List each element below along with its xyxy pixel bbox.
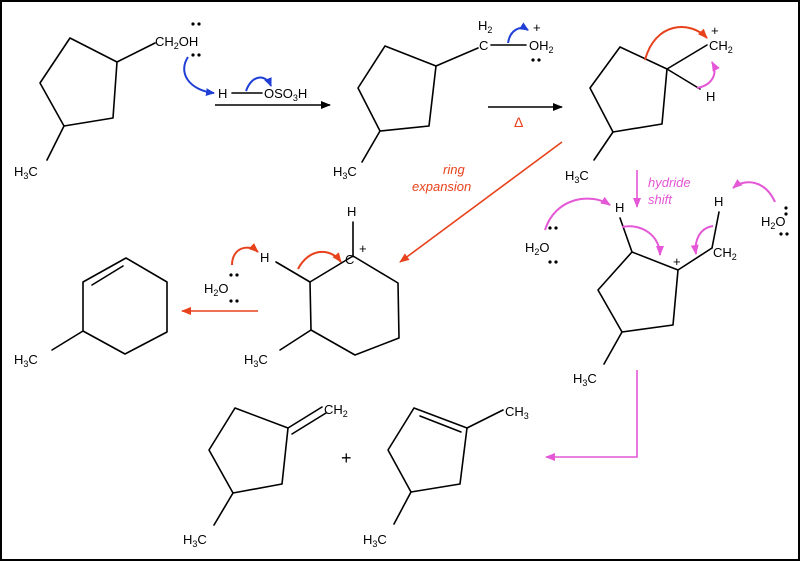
- oxonium-oh2-label: OH2: [529, 38, 554, 55]
- cation2-h3c-label: H3C: [244, 352, 268, 369]
- pink-arrow-water-right: [732, 179, 776, 203]
- water1-label: H2O: [204, 281, 229, 298]
- product-methylcyclohexene: H3C: [14, 257, 168, 369]
- product-methylcyclopentene: CH3 H3C: [363, 404, 529, 549]
- ring-expansion-label: ring: [443, 162, 465, 177]
- structure-primary-carbocation: + CH2 H H3C: [565, 23, 733, 185]
- endo-ch3-label: CH3: [505, 404, 529, 421]
- pink-arrow-ch-right: [690, 225, 714, 255]
- product-methylenecyclopentane: CH2 H3C: [183, 402, 348, 549]
- hydride-shift-label-2: shift: [648, 192, 673, 207]
- structure-alcohol: CH2OH H3C: [14, 22, 201, 181]
- red-arrow-water-to-h: [231, 243, 259, 266]
- cation2-plus: +: [359, 241, 367, 256]
- heat-symbol: Δ: [514, 114, 523, 130]
- oxonium-c-label: C: [479, 38, 488, 53]
- red-arrow-ch-bond-to-cation: [297, 251, 342, 270]
- alcohol-h3c-label: H3C: [14, 164, 38, 181]
- blue-arrow-bond-to-oxygen: [507, 22, 529, 44]
- acid-oso3h-label: OSO3H: [264, 86, 307, 103]
- alcohol-ch2-label: CH2OH: [155, 34, 198, 51]
- plus-sign: +: [341, 448, 352, 468]
- sulfuric-acid: H OSO3H: [218, 86, 307, 103]
- hydride-shift-label: hydride: [648, 175, 691, 190]
- cation2-c-label: C: [345, 252, 354, 267]
- cation3-plus: +: [673, 254, 681, 269]
- pink-arrow-to-products: [545, 370, 638, 461]
- cation3-h1: H: [615, 200, 624, 215]
- acid-h-label: H: [218, 86, 227, 101]
- structure-oxonium: H2 C + OH2 H3C: [333, 18, 554, 181]
- pink-arrow-water-left: [544, 196, 611, 231]
- water-base-1: H2O: [204, 273, 239, 303]
- cation1-plus: +: [711, 23, 719, 38]
- endo-h3c-label: H3C: [363, 532, 387, 549]
- structure-cyclohexyl-carbocation: H C + H H3C: [244, 204, 400, 369]
- cation1-h-label: H: [706, 89, 715, 104]
- ring-expansion-arrow: [399, 141, 563, 263]
- cation1-ch2-label: CH2: [709, 38, 733, 55]
- cation3-h2: H: [714, 194, 723, 209]
- water-base-2: H2O: [525, 226, 558, 264]
- cation1-h3c-label: H3C: [565, 168, 589, 185]
- ring-expansion-label-2: expansion: [412, 179, 471, 194]
- oxonium-plus: +: [533, 20, 541, 35]
- blue-arrow-bond-to-o: [245, 76, 272, 92]
- pink-arrow-h-shift: [696, 61, 720, 89]
- water3-label: H2O: [761, 214, 786, 231]
- exene-h3c-label: H3C: [183, 532, 207, 549]
- cation2-h-left: H: [260, 250, 269, 265]
- cation2-h-top: H: [347, 204, 356, 219]
- exene-ch2-label: CH2: [324, 402, 348, 419]
- cation3-h3c-label: H3C: [573, 371, 597, 388]
- blue-arrow-lonepair-to-h: [183, 56, 215, 97]
- water2-label: H2O: [525, 240, 550, 257]
- oxonium-h3c-label: H3C: [333, 164, 357, 181]
- oxonium-h2-label: H2: [478, 18, 492, 35]
- water-base-3: H2O: [761, 206, 789, 236]
- pink-arrow-ch-left: [621, 225, 664, 256]
- structure-tertiary-carbocation: H H + CH2 H3C: [573, 194, 737, 388]
- cyclohexene-h3c-label: H3C: [14, 352, 38, 369]
- red-arrow-alkyl-shift: [644, 26, 708, 61]
- cation3-ch2-label: CH2: [713, 245, 737, 262]
